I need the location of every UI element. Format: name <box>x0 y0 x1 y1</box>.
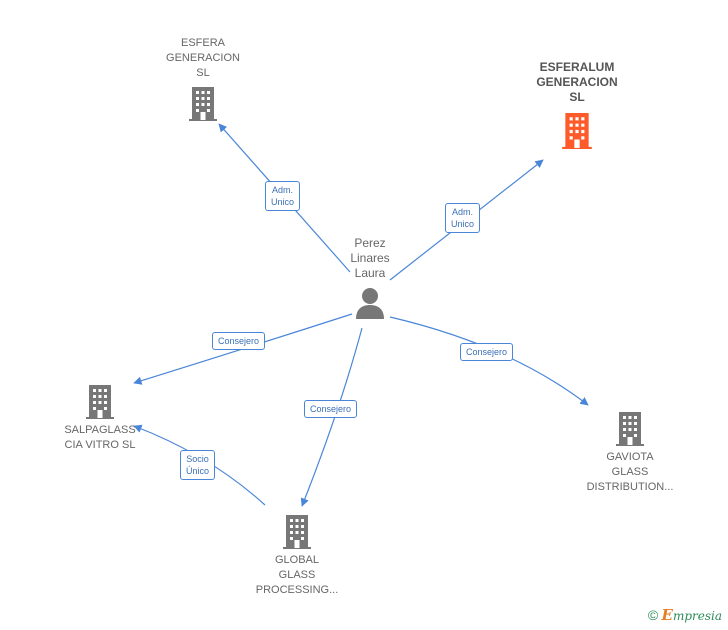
edge-label-esferalum: Adm. Unico <box>445 203 481 233</box>
building-icon <box>189 87 217 121</box>
person-icon <box>356 288 384 319</box>
copyright-icon: © <box>647 607 659 623</box>
building-icon <box>86 385 114 419</box>
company-name-global[interactable]: GLOBAL GLASS PROCESSING... <box>255 554 339 596</box>
edge-gaviota <box>389 316 589 406</box>
person-node[interactable]: Perez Linares Laura <box>330 236 410 319</box>
brand-logo: Empresia <box>661 606 723 624</box>
company-name-gaviota[interactable]: GAVIOTA GLASS DISTRIBUTION... <box>586 451 674 493</box>
brand-footer[interactable]: © Empresia <box>648 606 722 624</box>
edge-label-socio: Socio Único <box>180 450 216 480</box>
edge-label-gaviota: Consejero <box>460 343 514 361</box>
building-icon <box>562 113 592 149</box>
person-name[interactable]: Perez Linares Laura <box>350 236 390 280</box>
company-name-salpaglass[interactable]: SALPAGLASS CIA VITRO SL <box>64 424 136 451</box>
company-node-gaviota[interactable]: GAVIOTA GLASS DISTRIBUTION... <box>580 412 680 495</box>
company-name-esfera[interactable]: ESFERA GENERACION SL <box>166 37 240 79</box>
company-node-salpaglass[interactable]: SALPAGLASS CIA VITRO SL <box>50 385 150 453</box>
building-icon <box>283 515 311 549</box>
edge-label-salpaglass: Consejero <box>212 332 266 350</box>
company-node-global[interactable]: GLOBAL GLASS PROCESSING... <box>247 515 347 598</box>
edge-label-esfera: Adm. Unico <box>265 181 301 211</box>
company-name-esferalum[interactable]: ESFERALUM GENERACION SL <box>536 60 618 104</box>
building-icon <box>616 412 644 446</box>
edge-label-global: Consejero <box>304 400 358 418</box>
company-node-esfera[interactable]: ESFERA GENERACION SL <box>153 36 253 121</box>
company-node-esferalum[interactable]: ESFERALUM GENERACION SL <box>527 60 627 149</box>
